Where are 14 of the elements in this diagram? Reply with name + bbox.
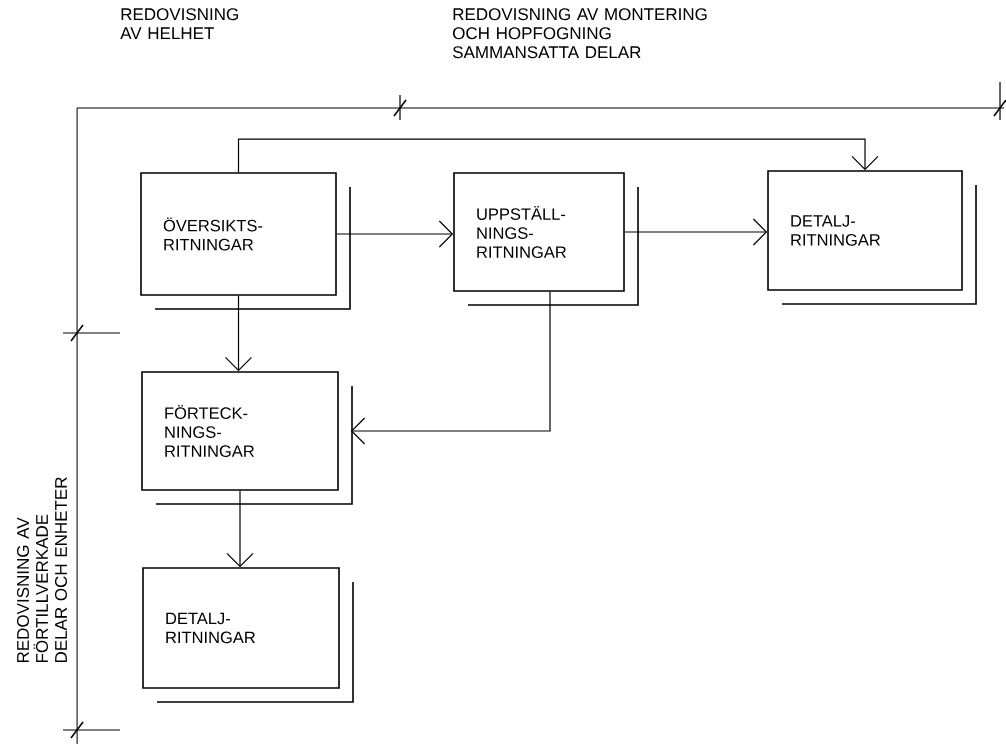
arrow bbox=[350, 291, 551, 445]
drawing-box: FÖRTECK- NINGS- RITNINGAR bbox=[141, 371, 353, 505]
dimension-label: REDOVISNING AV MONTERING OCH HOPFOGNING SAMMANSATTA DELAR bbox=[452, 8, 707, 59]
drawing-box: ÖVERSIKTS- RITNINGAR bbox=[140, 172, 351, 310]
arrow bbox=[237, 138, 879, 173]
arrow bbox=[224, 295, 253, 372]
drawing-box: DETALJ- RITNINGAR bbox=[142, 567, 354, 703]
arrow bbox=[336, 220, 454, 248]
dimension-label: REDOVISNING AV FÖRTILLVERKADE DELAR OCH ENHETER bbox=[17, 477, 67, 663]
arrow bbox=[226, 490, 254, 568]
dimension-label: REDOVISNING AV HELHET bbox=[120, 8, 238, 40]
drawing-box: DETALJ- RITNINGAR bbox=[767, 170, 977, 305]
drawing-box: UPPSTÄLL- NINGS- RITNINGAR bbox=[453, 172, 639, 306]
arrow bbox=[624, 218, 768, 246]
